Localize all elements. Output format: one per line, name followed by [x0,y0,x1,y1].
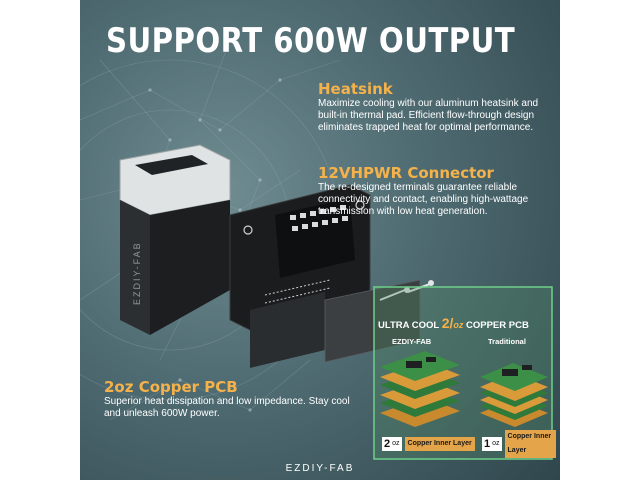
heatsink-heading: Heatsink [318,80,393,98]
heatsink-description: Maximize cooling with our aluminum heats… [318,98,539,133]
page-title: SUPPORT 600W OUTPUT [106,21,516,61]
connector-description: The re-designed terminals guarantee reli… [318,182,529,217]
traditional-pcb-stack [480,363,548,427]
product-banner: SUPPORT 600W OUTPUT EZDIY-FAB [80,0,560,480]
back-plate [250,279,421,368]
adapter-exploded-illustration: EZDIY-FAB [119,144,434,368]
copper-comparison-panel: ULTRA COOL 2/oz COPPER PCB EZDIY-FAB Tra… [370,285,556,463]
pcb-board [229,184,371,331]
connector-heading: 12VHPWR Connector [318,164,494,182]
device-brand-text: EZDIY-FAB [132,241,142,305]
pcb-description: Superior heat dissipation and low impeda… [104,396,350,419]
pcb-heading: 2oz Copper PCB [104,378,238,396]
screws [379,280,434,301]
ezdiy-pcb-stack [380,351,460,427]
brand-footer: EZDIY-FAB [285,463,355,474]
pcb-layer-illustrations [380,351,548,427]
heatsink-housing: EZDIY-FAB [119,144,231,335]
ezdiy-label: EZDIY-FAB [392,337,432,346]
traditional-label: Traditional [488,337,526,346]
comparison-title: ULTRA COOL 2/oz COPPER PCB [378,315,529,331]
